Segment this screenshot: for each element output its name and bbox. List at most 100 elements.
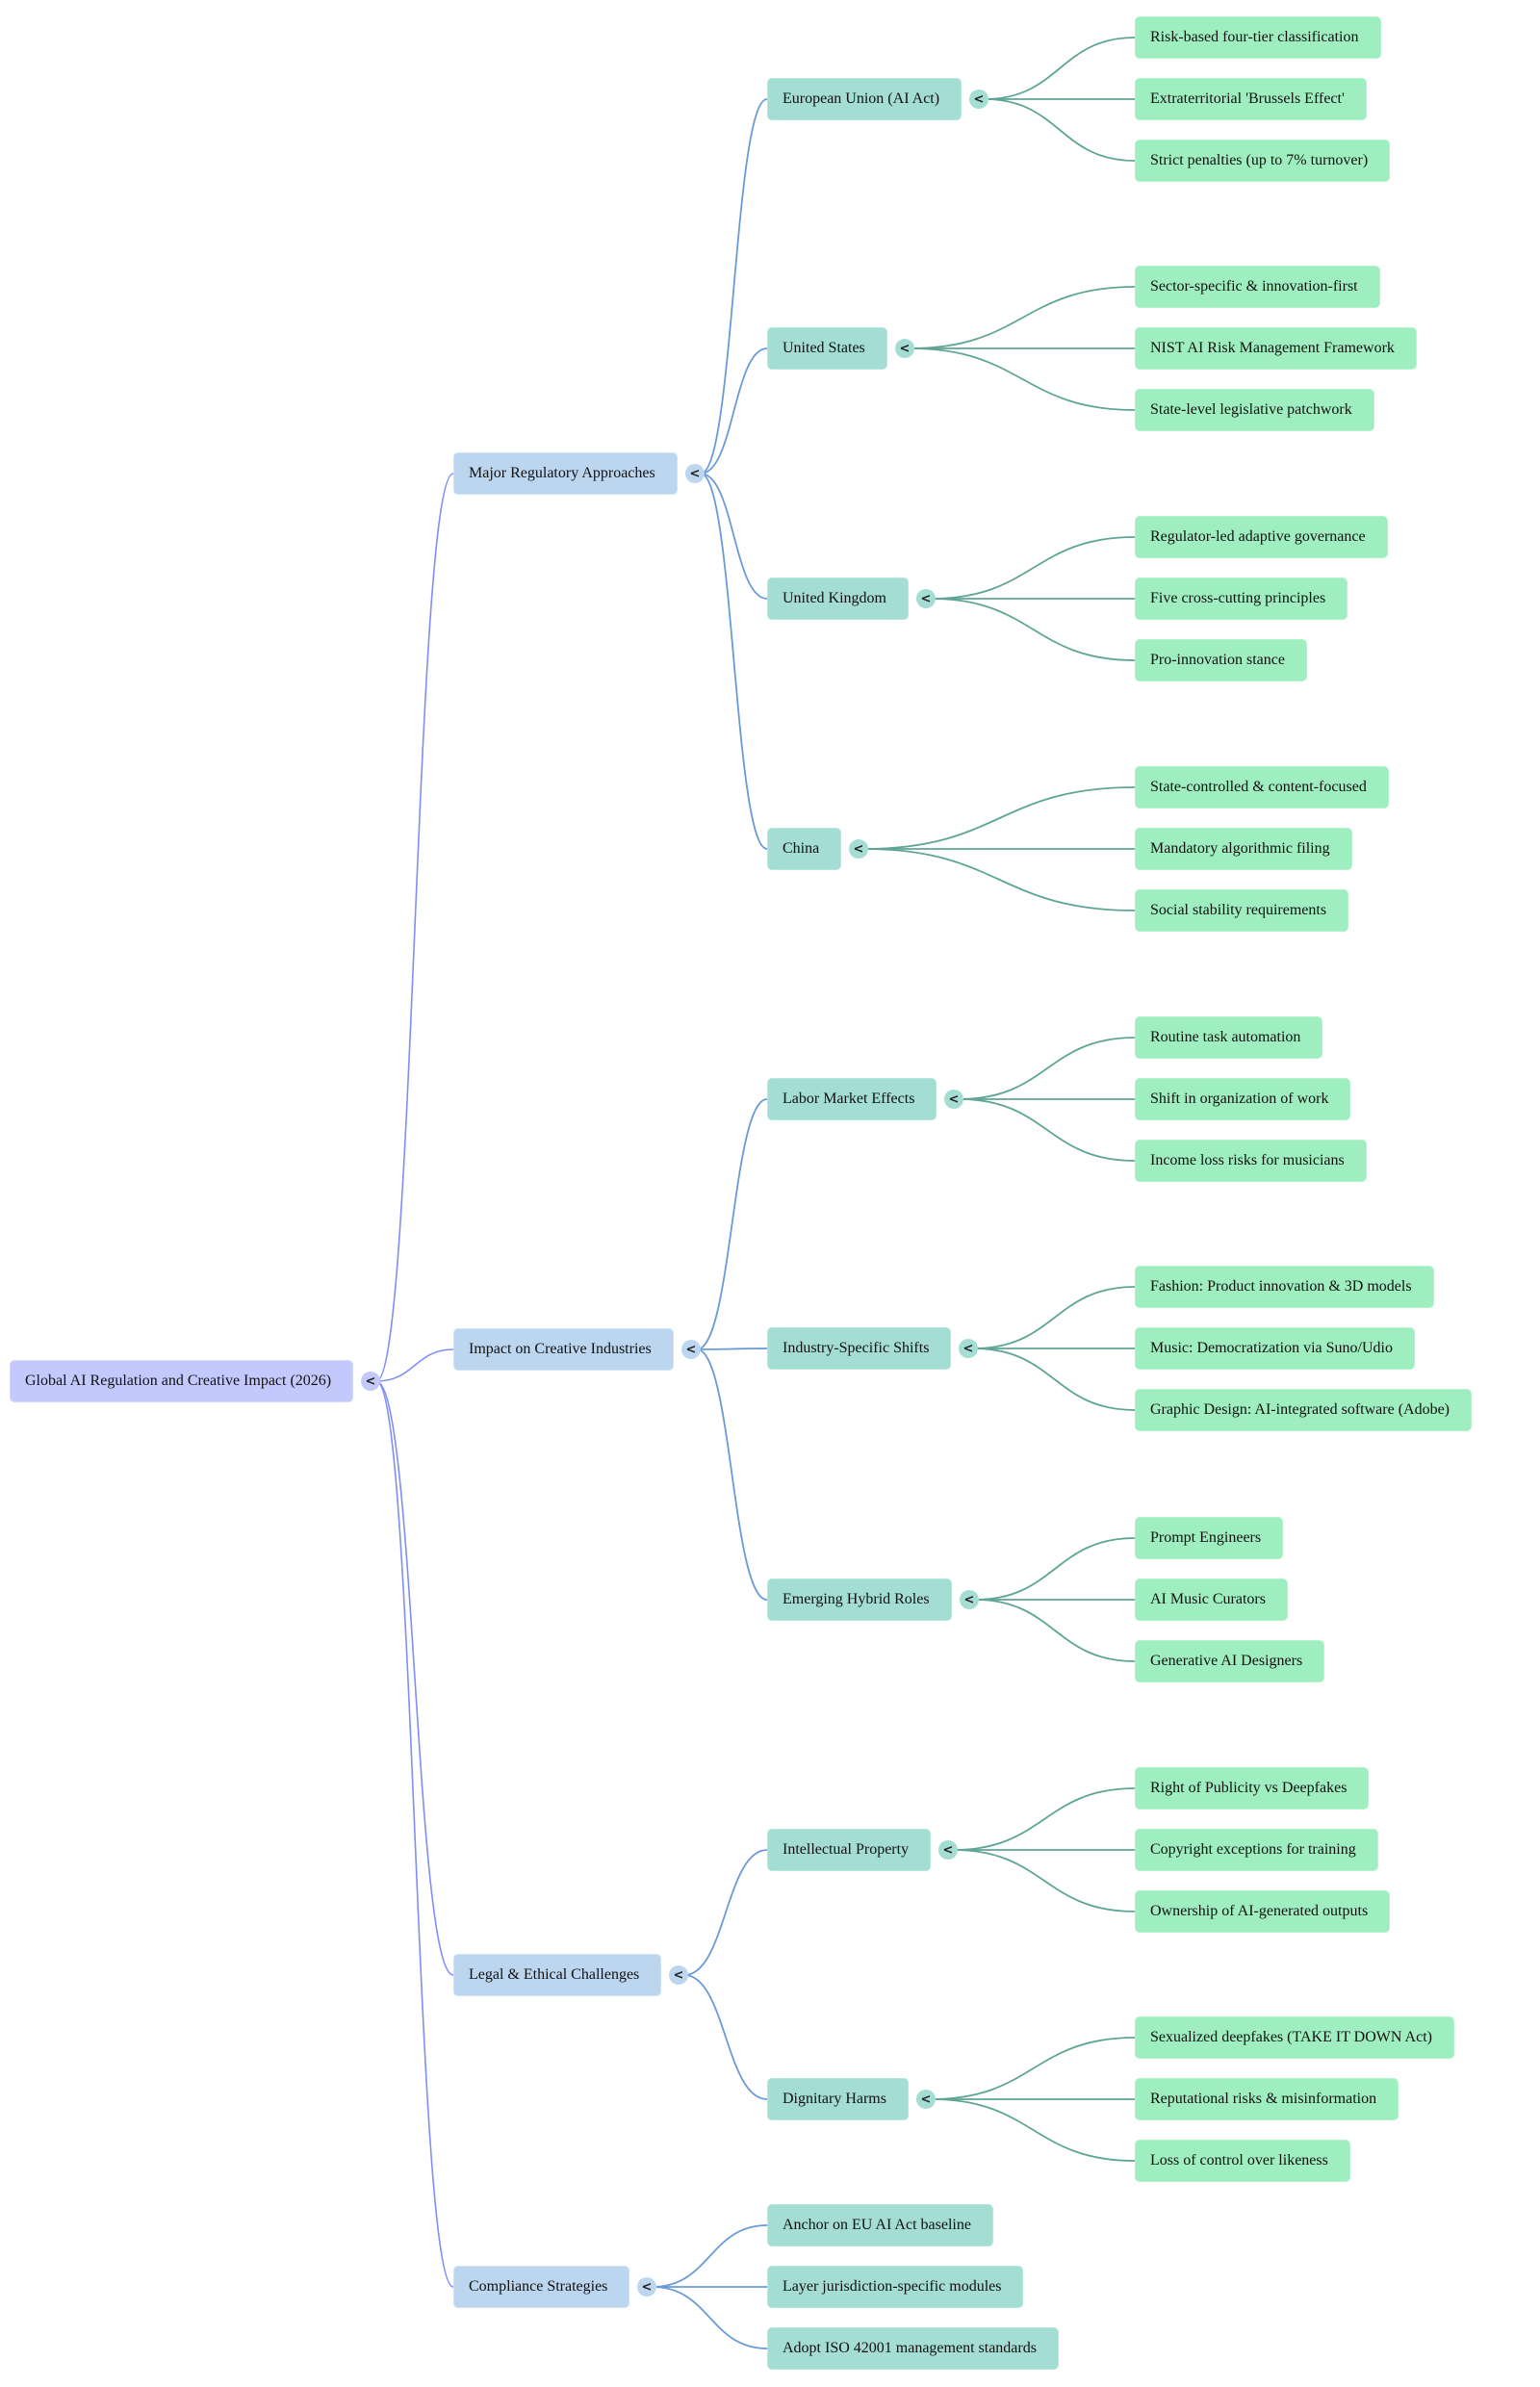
edge-level1-1: [683, 1974, 768, 2100]
node-label: Regulator-led adaptive governance: [1150, 528, 1366, 545]
collapse-toggle-icon[interactable]: <: [849, 839, 868, 859]
collapse-toggle-icon[interactable]: <: [361, 1372, 380, 1391]
leaf-state-level-legislative-patchwork[interactable]: State-level legislative patchwork: [1135, 389, 1374, 431]
node-label: European Union (AI Act): [783, 90, 940, 107]
node-label: Music: Democratization via Suno/Udio: [1150, 1340, 1393, 1356]
collapse-toggle-icon[interactable]: <: [916, 589, 936, 608]
leaf-layer-jurisdiction-specific-modules[interactable]: Layer jurisdiction-specific modules: [767, 2266, 1024, 2308]
leaf-income-loss-risks-for-musicians[interactable]: Income loss risks for musicians: [1135, 1140, 1367, 1182]
leaf-adopt-iso-42001-management-standards[interactable]: Adopt ISO 42001 management standards: [767, 2327, 1059, 2370]
leaf-reputational-risks-misinformation[interactable]: Reputational risks & misinformation: [1135, 2078, 1399, 2120]
node-label: United States: [783, 340, 865, 356]
leaf-shift-in-organization-of-work[interactable]: Shift in organization of work: [1135, 1078, 1351, 1120]
leaf-regulator-led-adaptive-governance[interactable]: Regulator-led adaptive governance: [1135, 516, 1388, 558]
collapse-toggle-icon[interactable]: <: [960, 1590, 979, 1609]
leaf-loss-of-control-over-likeness[interactable]: Loss of control over likeness: [1135, 2140, 1350, 2182]
leaf-anchor-on-eu-ai-act-baseline[interactable]: Anchor on EU AI Act baseline: [767, 2204, 993, 2246]
node-label: Generative AI Designers: [1150, 1653, 1303, 1669]
node-label: Layer jurisdiction-specific modules: [783, 2278, 1002, 2295]
leaf-routine-task-automation[interactable]: Routine task automation: [1135, 1016, 1323, 1059]
edge-level2-0: [910, 286, 1136, 349]
node-label: Five cross-cutting principles: [1150, 590, 1326, 606]
edge-level1-2: [700, 473, 768, 600]
leaf-right-of-publicity-vs-deepfakes[interactable]: Right of Publicity vs Deepfakes: [1135, 1767, 1370, 1810]
collapse-toggle-icon[interactable]: <: [969, 90, 988, 109]
collapse-toggle-icon[interactable]: <: [685, 464, 705, 483]
leaf-strict-penalties-up-to-7-turnover[interactable]: Strict penalties (up to 7% turnover): [1135, 140, 1391, 182]
leaf-sector-specific-innovation-first[interactable]: Sector-specific & innovation-first: [1135, 266, 1380, 308]
edge-level1-2: [696, 1348, 768, 1601]
node-label: Social stability requirements: [1150, 902, 1327, 918]
node-label: Income loss risks for musicians: [1150, 1152, 1345, 1168]
edge-level1-2: [652, 2286, 768, 2349]
node-label: Compliance Strategies: [469, 2278, 608, 2295]
edge-level1-0: [700, 98, 768, 475]
subbranch-emerging-hybrid-roles[interactable]: Emerging Hybrid Roles: [767, 1578, 952, 1621]
edge-level2-0: [931, 2037, 1136, 2100]
edge-level2-2: [984, 98, 1136, 162]
leaf-graphic-design-ai-integrated-software-adobe[interactable]: Graphic Design: AI-integrated software (…: [1135, 1389, 1472, 1431]
edge-level1-1: [700, 347, 768, 475]
edge-level0-2: [375, 1380, 454, 1976]
leaf-five-cross-cutting-principles[interactable]: Five cross-cutting principles: [1135, 578, 1348, 620]
node-label: Intellectual Property: [783, 1841, 910, 1858]
collapse-toggle-icon[interactable]: <: [681, 1340, 701, 1359]
leaf-nist-ai-risk-management-framework[interactable]: NIST AI Risk Management Framework: [1135, 327, 1417, 370]
node-label: Right of Publicity vs Deepfakes: [1150, 1780, 1348, 1796]
node-label: United Kingdom: [783, 590, 886, 606]
leaf-extraterritorial-brussels-effect[interactable]: Extraterritorial 'Brussels Effect': [1135, 78, 1367, 120]
subbranch-china[interactable]: China: [767, 828, 842, 870]
node-label: Adopt ISO 42001 management standards: [783, 2340, 1037, 2356]
node-label: NIST AI Risk Management Framework: [1150, 340, 1395, 356]
node-label: Shift in organization of work: [1150, 1091, 1329, 1107]
leaf-risk-based-four-tier-classification[interactable]: Risk-based four-tier classification: [1135, 16, 1381, 59]
leaf-social-stability-requirements[interactable]: Social stability requirements: [1135, 889, 1349, 932]
subbranch-industry-specific-shifts[interactable]: Industry-Specific Shifts: [767, 1327, 952, 1370]
edge-level2-2: [931, 598, 1136, 661]
subbranch-dignitary-harms[interactable]: Dignitary Harms: [767, 2078, 909, 2120]
edge-level2-0: [953, 1787, 1136, 1851]
node-label: Emerging Hybrid Roles: [783, 1591, 930, 1607]
leaf-ai-music-curators[interactable]: AI Music Curators: [1135, 1578, 1288, 1621]
edge-level2-0: [984, 37, 1136, 100]
branch-impact-on-creative-industries[interactable]: Impact on Creative Industries: [453, 1328, 674, 1371]
collapse-toggle-icon[interactable]: <: [959, 1339, 978, 1358]
leaf-fashion-product-innovation-3d-models[interactable]: Fashion: Product innovation & 3D models: [1135, 1266, 1434, 1308]
subbranch-united-kingdom[interactable]: United Kingdom: [767, 578, 909, 620]
collapse-toggle-icon[interactable]: <: [938, 1840, 958, 1860]
node-label: Copyright exceptions for training: [1150, 1841, 1356, 1858]
subbranch-united-states[interactable]: United States: [767, 327, 887, 370]
subbranch-intellectual-property[interactable]: Intellectual Property: [767, 1829, 932, 1871]
root-node[interactable]: Global AI Regulation and Creative Impact…: [10, 1360, 354, 1402]
node-label: Anchor on EU AI Act baseline: [783, 2217, 971, 2233]
subbranch-labor-market-effects[interactable]: Labor Market Effects: [767, 1078, 937, 1120]
leaf-prompt-engineers[interactable]: Prompt Engineers: [1135, 1517, 1284, 1559]
leaf-ownership-of-ai-generated-outputs[interactable]: Ownership of AI-generated outputs: [1135, 1890, 1391, 1933]
collapse-toggle-icon[interactable]: <: [895, 339, 914, 358]
leaf-copyright-exceptions-for-training[interactable]: Copyright exceptions for training: [1135, 1829, 1378, 1871]
edge-level2-2: [910, 347, 1136, 411]
branch-legal-ethical-challenges[interactable]: Legal & Ethical Challenges: [453, 1954, 662, 1996]
node-label: Sexualized deepfakes (TAKE IT DOWN Act): [1150, 2029, 1432, 2045]
collapse-toggle-icon[interactable]: <: [916, 2090, 936, 2109]
leaf-generative-ai-designers[interactable]: Generative AI Designers: [1135, 1640, 1325, 1682]
node-label: Fashion: Product innovation & 3D models: [1150, 1278, 1412, 1295]
edge-level2-2: [973, 1348, 1136, 1411]
branch-major-regulatory-approaches[interactable]: Major Regulatory Approaches: [453, 452, 678, 495]
leaf-sexualized-deepfakes-take-it-down-act[interactable]: Sexualized deepfakes (TAKE IT DOWN Act): [1135, 2016, 1454, 2059]
edge-level1-1: [696, 1348, 768, 1350]
node-label: Legal & Ethical Challenges: [469, 1966, 640, 1983]
branch-compliance-strategies[interactable]: Compliance Strategies: [453, 2266, 630, 2308]
leaf-music-democratization-via-suno-udio[interactable]: Music: Democratization via Suno/Udio: [1135, 1327, 1415, 1370]
subbranch-european-union-ai-act[interactable]: European Union (AI Act): [767, 78, 962, 120]
collapse-toggle-icon[interactable]: <: [669, 1965, 688, 1985]
node-label: Graphic Design: AI-integrated software (…: [1150, 1401, 1450, 1418]
edge-level1-0: [683, 1849, 768, 1976]
collapse-toggle-icon[interactable]: <: [637, 2277, 656, 2297]
leaf-state-controlled-content-focused[interactable]: State-controlled & content-focused: [1135, 766, 1389, 808]
collapse-toggle-icon[interactable]: <: [944, 1090, 963, 1109]
node-label: Pro-innovation stance: [1150, 652, 1285, 668]
leaf-pro-innovation-stance[interactable]: Pro-innovation stance: [1135, 639, 1307, 681]
leaf-mandatory-algorithmic-filing[interactable]: Mandatory algorithmic filing: [1135, 828, 1352, 870]
edge-level1-0: [696, 1098, 768, 1350]
